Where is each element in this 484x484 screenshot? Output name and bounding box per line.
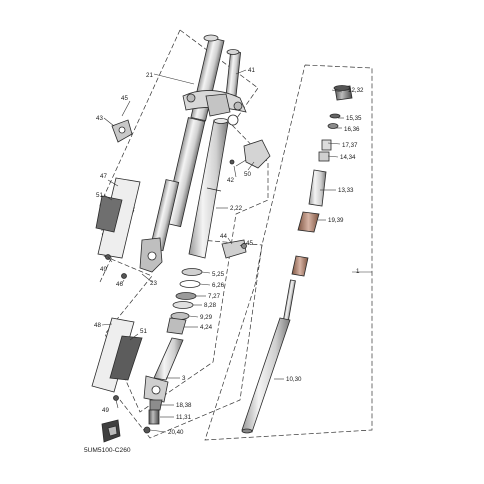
rebound-spring-19 [297,211,320,233]
bolt-49-lower [113,395,119,401]
drain-bolt-20 [143,426,151,434]
collar-17 [321,139,332,151]
diagram-code: 5UM5100-C260 [84,447,131,454]
callout-48: 48 [94,322,101,329]
left-fork-assembly [139,34,225,273]
spring-guide-13 [308,169,327,207]
base-valve-18 [149,399,163,411]
circlip-6 [179,280,201,288]
callout-7-27: 7,27 [208,293,221,300]
callout-3: 3 [182,375,186,382]
outer-tube-band [206,187,222,192]
clamp-bolt-left [186,93,196,103]
callout-42: 42 [227,177,234,184]
brake-hose-holder-44 [221,239,247,259]
right-outer-tube [188,118,229,259]
callout-47: 47 [100,173,107,180]
callout-15-35: 15,35 [346,115,362,122]
callout-2-22: 2,22 [230,205,243,212]
dust-seal-7 [175,292,197,300]
bolt-46 [121,273,127,279]
leader-lines [101,69,372,433]
callout-50: 50 [244,171,251,178]
callout-labels: 21 41 45 43 12,32 15,35 16,36 17,37 14,3… [84,67,364,454]
callout-20-40: 20,40 [168,429,184,436]
outer-tube-assembly-outline [99,29,269,413]
callout-18-38: 18,38 [176,402,192,409]
callout-44: 44 [220,233,227,240]
callout-4-24: 4,24 [200,324,213,331]
damper-bottom [241,428,253,434]
damper-cartridge [241,85,353,434]
upper-outline-extension [99,29,181,206]
washer-8 [172,301,194,309]
base-valve-11 [148,409,160,425]
inner-tube-parts [143,268,203,434]
callout-19-39: 19,39 [328,217,344,224]
callout-5-25: 5,25 [212,271,225,278]
hose-guide-43 [111,119,133,143]
left-fork-cap [203,34,219,42]
callout-9-29: 9,29 [200,314,213,321]
upper-fork-guard-47 [95,177,141,259]
callout-51-upper: 51 [96,192,103,199]
left-axle-hole [147,251,157,261]
callout-41: 41 [248,67,255,74]
locknut-16 [327,123,339,129]
callout-17-37: 17,37 [342,142,358,149]
steering-head-hole [227,114,239,126]
o-ring-15 [329,113,341,119]
stem-nut [226,49,240,55]
lower-spring [291,255,309,277]
callout-8-28: 8,28 [204,302,217,309]
callout-46: 46 [116,281,123,288]
fork-protector-clip [107,425,118,437]
slide-bushing-4 [166,317,187,335]
callout-1: 1 [356,268,360,275]
callout-45-top: 45 [121,95,128,102]
cap-bolt-top [333,85,351,91]
callout-12-32: 12,32 [348,87,364,94]
callout-51-lower: 51 [140,328,147,335]
clamp-bolt-right [233,101,243,111]
callout-23: 23 [150,280,157,287]
callout-45-mid: 45 [246,240,253,247]
callout-10-30: 10,30 [286,376,302,383]
spacer-14 [318,151,330,162]
guard-ribs [109,335,143,381]
damper-rod [283,279,296,321]
callout-13-33: 13,33 [338,187,354,194]
callout-14-34: 14,34 [340,154,356,161]
oil-seal-5 [181,268,203,276]
bolts [105,159,235,401]
callout-6-26: 6,26 [212,282,225,289]
callout-11-31: 11,31 [176,414,192,421]
cable-holder-50 [235,139,271,169]
callout-16-36: 16,36 [344,126,360,133]
guard-fasteners [101,419,121,443]
lower-fork-guard-48 [91,317,143,393]
clamp-boss [205,93,231,117]
inner-tube-3 [153,337,184,381]
callout-43: 43 [96,115,103,122]
bolt-42 [229,159,235,165]
callout-49-upper: 49 [100,266,107,273]
outer-tube-top [213,118,229,124]
axle-holder-hole [151,385,161,395]
callout-21: 21 [146,72,153,79]
callout-49-lower: 49 [102,407,109,414]
steering-stem-assembly [182,49,247,126]
